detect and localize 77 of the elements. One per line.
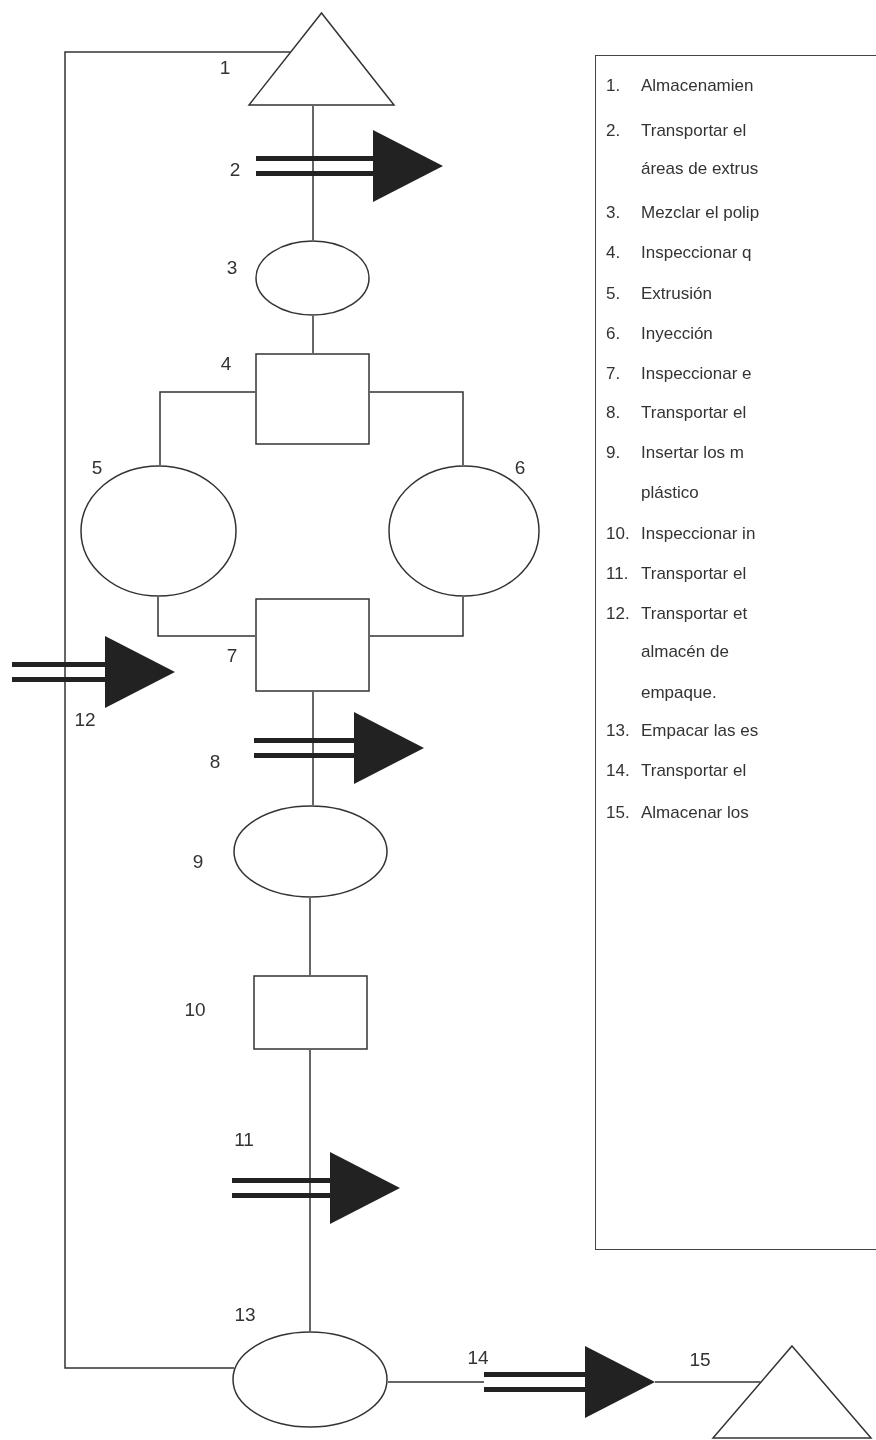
- inspection-box: [255, 353, 370, 445]
- step-number: 2.: [606, 121, 621, 141]
- storage-triangle: [248, 12, 395, 106]
- step-description: Almacenar los: [641, 803, 749, 823]
- step-description: plástico: [641, 483, 699, 503]
- step-number: 5: [91, 457, 103, 479]
- step-description: empaque.: [641, 683, 717, 703]
- step-description: Mezclar el polip: [641, 203, 760, 223]
- step-number: 4.: [606, 243, 621, 263]
- step-number: 1.: [606, 76, 621, 96]
- flow-line: [654, 1381, 762, 1383]
- step-description: Transportar el: [641, 403, 747, 423]
- step-description: Empacar las es: [641, 721, 759, 741]
- step-number: 3.: [606, 203, 621, 223]
- flow-line: [64, 51, 291, 637]
- step-number: 12.: [606, 604, 630, 624]
- transport-symbol: [232, 1152, 400, 1224]
- inspection-box: [255, 598, 370, 692]
- step-number: 3: [226, 257, 238, 279]
- step-description: Transportar el: [641, 761, 747, 781]
- storage-triangle: [712, 1345, 872, 1439]
- step-number: 8: [209, 751, 221, 773]
- step-number: 14.: [606, 761, 630, 781]
- step-number: 13.: [606, 721, 630, 741]
- step-number: 10: [184, 999, 206, 1021]
- flow-line: [369, 596, 464, 637]
- step-description: Inspeccionar e: [641, 364, 752, 384]
- transport-symbol: [12, 636, 175, 708]
- flow-line: [157, 596, 256, 637]
- operation-ellipse: [233, 805, 388, 898]
- flow-line: [309, 1049, 311, 1153]
- step-number: 2: [229, 159, 241, 181]
- operation-ellipse: [255, 240, 370, 316]
- step-number: 15.: [606, 803, 630, 823]
- flow-line: [369, 391, 464, 466]
- step-number: 10.: [606, 524, 630, 544]
- step-number: 6.: [606, 324, 621, 344]
- step-number: 12: [74, 709, 96, 731]
- flow-line: [312, 201, 314, 241]
- flow-line: [387, 1381, 485, 1383]
- step-description: Inspeccionar in: [641, 524, 756, 544]
- step-description: Transportar el: [641, 564, 747, 584]
- flow-line: [309, 897, 311, 976]
- step-number: 13: [234, 1304, 256, 1326]
- flow-line: [159, 391, 256, 466]
- flow-line: [312, 783, 314, 806]
- step-number: 8.: [606, 403, 621, 423]
- inspection-box: [253, 975, 368, 1050]
- step-number: 7.: [606, 364, 621, 384]
- step-description: Extrusión: [641, 284, 712, 304]
- step-number: 6: [514, 457, 526, 479]
- step-number: 5.: [606, 284, 621, 304]
- step-description: Inspeccionar q: [641, 243, 752, 263]
- flow-line: [64, 707, 235, 1369]
- step-number: 11.: [606, 564, 629, 584]
- transport-symbol: [254, 712, 424, 784]
- step-description: Insertar los m: [641, 443, 744, 463]
- flow-line: [312, 691, 314, 713]
- operation-ellipse: [232, 1331, 388, 1428]
- step-description: Transportar et: [641, 604, 748, 624]
- transport-symbol: [256, 130, 443, 202]
- step-description: áreas de extrus: [641, 159, 759, 179]
- step-description: Almacenamien: [641, 76, 754, 96]
- step-number: 11: [234, 1129, 254, 1151]
- step-number: 9.: [606, 443, 621, 463]
- step-number: 4: [220, 353, 232, 375]
- step-number: 9: [192, 851, 204, 873]
- step-number: 14: [467, 1347, 489, 1369]
- flow-line: [312, 315, 314, 354]
- step-number: 15: [689, 1349, 711, 1371]
- flow-line: [312, 105, 314, 131]
- step-description: almacén de: [641, 642, 729, 662]
- step-description: Transportar el: [641, 121, 747, 141]
- flow-line: [309, 1223, 311, 1332]
- step-number: 1: [219, 57, 231, 79]
- step-description: Inyección: [641, 324, 713, 344]
- step-number: 7: [226, 645, 238, 667]
